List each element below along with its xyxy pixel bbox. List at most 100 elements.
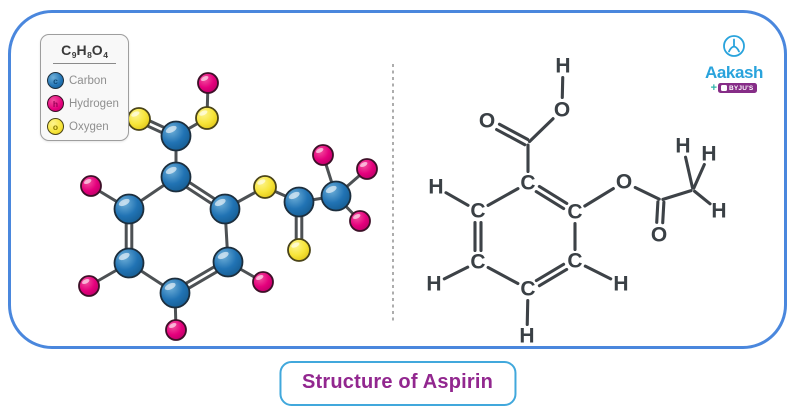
hydrogen-atom [312,144,334,166]
shine-highlight [168,323,177,328]
badge-plus: + [710,81,717,94]
double-bond [537,267,569,288]
carbon-atom [160,161,192,193]
double-bond [655,200,660,224]
atom-label-h: H [428,176,443,199]
legend-item-carbon: c Carbon [47,69,128,92]
shine-highlight [118,252,130,261]
atom-label-h: H [701,143,716,166]
atom-label-h: H [675,135,690,158]
shine-highlight [255,275,264,280]
double-bond [534,262,566,283]
shine-highlight [257,179,266,185]
shine-highlight [118,198,130,207]
hydrogen-atom [349,210,371,232]
shine-highlight [165,166,177,175]
atom-label-c: C [520,278,535,301]
single-bond [527,117,555,144]
double-bond [497,122,530,141]
shine-highlight [199,110,208,116]
formula-symbol: H [76,42,88,58]
hydrogen-atom [252,271,274,293]
hydrogen-atom [78,275,100,297]
byjus-square-icon [721,85,727,92]
atom-label-o: O [479,110,495,133]
carbon-atom [283,186,315,218]
legend-item-hydrogen: h Hydrogen [47,92,128,115]
legend-label: Carbon [69,74,107,87]
hydrogen-atom [165,319,187,341]
single-bond [442,265,470,281]
shine-highlight [214,198,226,207]
legend-label: Oxygen [69,120,109,133]
hydrogen-color-dot: h [47,95,64,112]
atom-label-h: H [555,55,570,78]
carbon-atom [113,247,145,279]
atom-label-c: C [470,251,485,274]
single-bond [486,265,520,286]
oxygen-atom [127,107,151,131]
badge-text: BYJU'S [729,84,754,92]
brand-name: Aakash [704,63,764,82]
single-bond [444,191,470,207]
carbon-atom [160,120,192,152]
shine-highlight [131,111,140,117]
formula-subscript: 4 [103,50,108,60]
hydrogen-atom [356,158,378,180]
carbon-color-dot: c [47,72,64,89]
shine-highlight [200,76,209,81]
byjus-badge: + BYJU'S [700,81,768,94]
atom-label-h: H [711,200,726,223]
atom-label-c: C [567,250,582,273]
double-bond [661,200,666,225]
atom-label-h: H [519,325,534,348]
carbon-atom [212,246,244,278]
carbon-atom [159,277,191,309]
atom-label-o: O [651,224,667,247]
single-bond [525,298,530,327]
aakash-logo: Aakash + BYJU'S [700,34,768,94]
atom-label-c: C [520,172,535,195]
single-bond [583,264,613,281]
shine-highlight [291,242,300,248]
atom-label-h: H [426,273,441,296]
main-frame [8,10,787,349]
badge-pill: BYJU'S [718,83,758,94]
atom-label-c: C [567,201,582,224]
single-bond [692,162,706,190]
legend-label: Hydrogen [69,97,119,110]
single-bond [661,189,693,201]
formula-subscript: 8 [87,50,92,60]
shine-highlight [83,179,92,184]
atom-label-h: H [613,273,628,296]
shine-highlight [165,125,177,134]
shine-highlight [164,282,176,291]
formula-subscript: 9 [71,50,77,60]
double-bond [495,128,527,147]
hydrogen-atom [80,175,102,197]
single-bond [683,155,695,190]
atom-label-o: O [616,171,632,194]
double-bond [537,184,569,205]
shine-highlight [352,214,361,219]
shine-highlight [81,279,90,284]
carbon-atom [113,193,145,225]
shine-highlight [288,191,300,200]
shine-highlight [315,148,324,153]
shine-highlight [217,251,229,260]
formula-symbol: O [91,42,104,58]
atom-label-o: O [554,99,570,122]
single-bond [693,189,712,206]
molecular-formula: C9H8O4 [53,42,116,64]
single-bond [583,186,615,208]
formula-symbol: C [61,42,72,58]
double-bond [534,190,566,211]
single-bond [486,187,520,207]
caption-text: Structure of Aspirin [301,371,494,393]
hydrogen-atom [197,72,219,94]
atom-label-c: C [470,200,485,223]
aakash-logo-icon [723,35,745,57]
